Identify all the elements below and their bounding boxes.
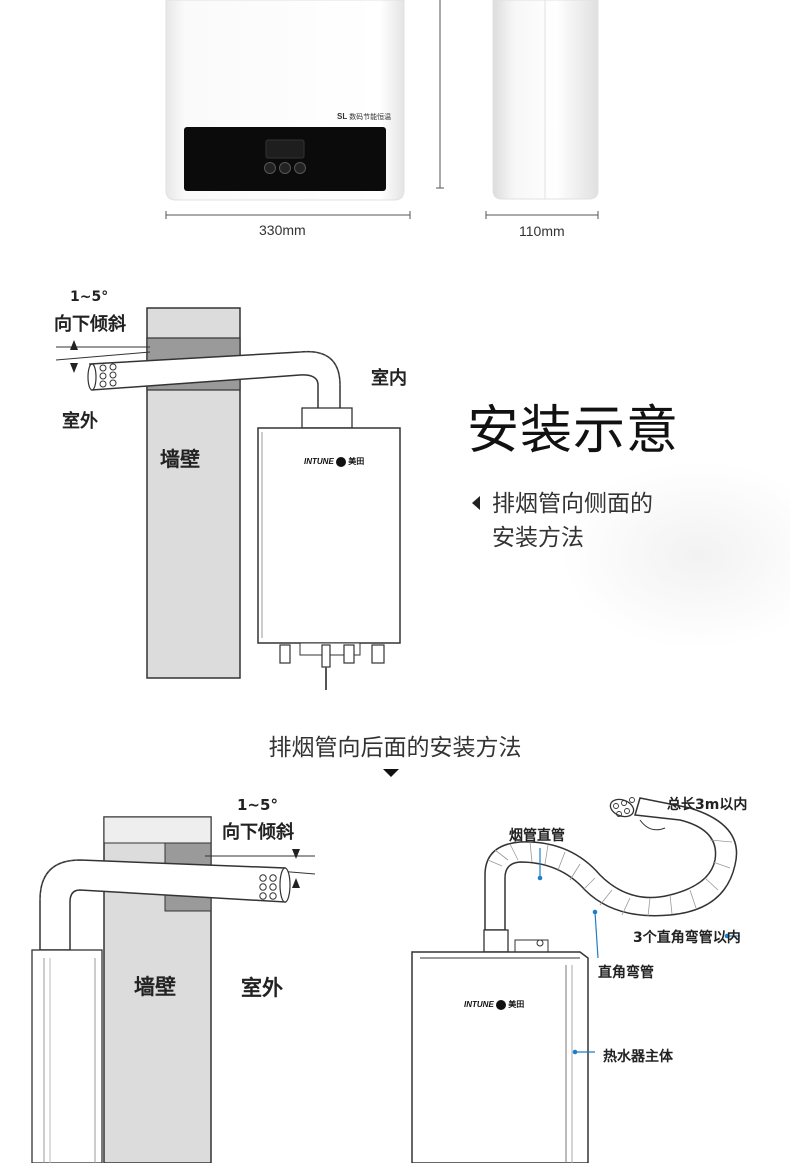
brand-logo-icon <box>496 999 507 1010</box>
panel-text: 数码节能恒温 <box>349 114 392 121</box>
front-view-heater <box>165 0 405 201</box>
straight-pipe-label: 烟管直管 <box>509 828 565 844</box>
product-dimension-views <box>165 0 599 219</box>
panel-label: SL 数码节能恒温 <box>337 112 391 122</box>
side-angle-label: 1~5° <box>70 289 109 305</box>
side-install-diagram <box>55 307 401 690</box>
main-body-label: 热水器主体 <box>603 1049 673 1065</box>
rear-section-caption: 排烟管向后面的安装方法 <box>268 735 522 761</box>
rear-outdoor-label: 室外 <box>241 976 283 1000</box>
side-brand-text: INTUNE <box>304 457 334 466</box>
front-width-label: 330mm <box>259 222 306 238</box>
rear-install-diagram <box>31 816 316 1163</box>
diagram-brand-text: INTUNE <box>464 1000 494 1009</box>
rear-wall-label: 墙壁 <box>134 975 176 999</box>
side-wall-label: 墙壁 <box>160 447 200 471</box>
info-title: 安装示意 <box>467 401 680 461</box>
info-line1: 排烟管向侧面的 <box>492 491 653 517</box>
elbow-limit-label: 3个直角弯管以内 <box>633 930 741 946</box>
pipe-layout-diagram <box>411 797 740 1163</box>
rear-tilt-label: 向下倾斜 <box>222 822 294 843</box>
diagram-brand-cn: 美田 <box>508 1000 525 1009</box>
panel-model: SL <box>337 112 348 121</box>
rear-angle-label: 1~5° <box>237 796 278 814</box>
side-heater-brand: INTUNE 美田 <box>304 456 364 467</box>
info-line2: 安装方法 <box>492 525 584 551</box>
info-backdrop <box>560 460 790 650</box>
brand-logo-icon <box>336 456 347 467</box>
total-length-label: 总长3m以内 <box>667 797 748 813</box>
side-view-heater <box>492 0 599 200</box>
side-brand-cn: 美田 <box>348 457 365 466</box>
diagram-heater-brand: INTUNE 美田 <box>464 999 524 1010</box>
side-outdoor-label: 室外 <box>62 411 98 432</box>
elbow-label: 直角弯管 <box>598 965 654 981</box>
side-width-label: 110mm <box>519 223 565 239</box>
side-tilt-label: 向下倾斜 <box>54 314 126 335</box>
triangle-left-icon <box>472 496 480 510</box>
side-indoor-label: 室内 <box>371 368 407 389</box>
triangle-down-icon <box>383 769 399 777</box>
